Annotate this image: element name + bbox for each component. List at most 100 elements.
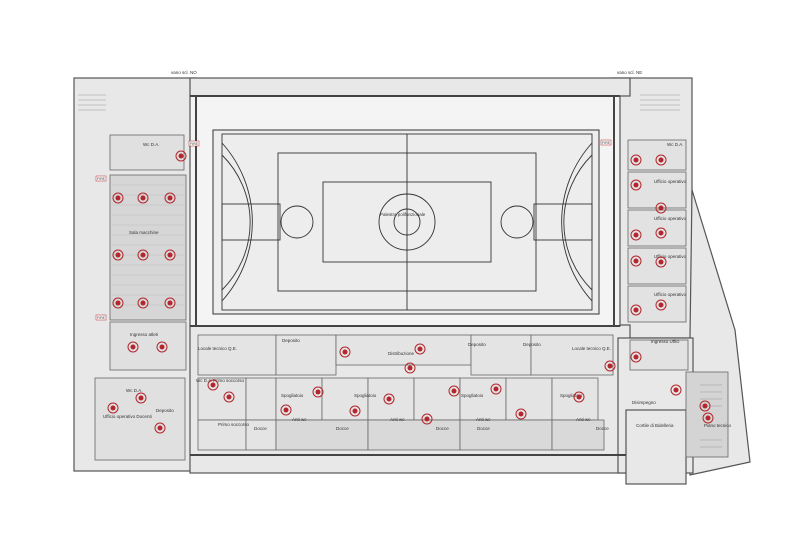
fixture-ring [164, 192, 176, 204]
fixture-ring [630, 179, 642, 191]
label-stair-left: vano scl. NO [171, 70, 197, 75]
label-piano-tecnico: Piano tecnico [704, 423, 732, 428]
structural-walls [190, 95, 626, 456]
fixture-ring [630, 255, 642, 267]
fixture-dot [178, 153, 184, 159]
fire-tag: FIRE [97, 316, 106, 320]
fixture-ring [137, 192, 149, 204]
fixture-dot [702, 403, 708, 409]
stair-hatching [78, 94, 722, 448]
label-stair-right: vano scl. NE [617, 70, 642, 75]
fixture-dot [493, 386, 499, 392]
fixture-ring [655, 154, 667, 166]
label-ufficio-3: Ufficio operativo [654, 254, 687, 259]
label-wc-right: Wc D.A. [667, 142, 684, 147]
fixture-ring [515, 408, 527, 420]
label-ingresso-atleti: Ingresso atleti [130, 332, 158, 337]
fixture-dot [167, 300, 173, 306]
labels: vano scl. NO vano scl. NE Palestra polif… [103, 70, 732, 431]
fixture-dot [424, 416, 430, 422]
fixtures [107, 150, 714, 434]
label-court: Palestra polifunzionale [380, 212, 426, 217]
fixture-dot [140, 252, 146, 258]
fixture-ring [421, 413, 433, 425]
fixture-ring [573, 391, 585, 403]
fixture-ring [107, 402, 119, 414]
fixture-ring [112, 297, 124, 309]
fixture-dot [315, 389, 321, 395]
fixture-ring [137, 249, 149, 261]
fixture-ring [630, 229, 642, 241]
label-docce-5: Docce [596, 426, 609, 431]
fixture-ring [490, 383, 502, 395]
fixture-dot [658, 157, 664, 163]
fixture-dot [576, 394, 582, 400]
fixture-dot [417, 346, 423, 352]
fixture-dot [451, 388, 457, 394]
fixture-ring [207, 379, 219, 391]
label-docce-2: Docce [336, 426, 349, 431]
fixture-ring [156, 341, 168, 353]
fixture-dot [167, 195, 173, 201]
fixture-dot [110, 405, 116, 411]
fixture-dot [159, 344, 165, 350]
fixture-dot [633, 182, 639, 188]
fixture-ring [175, 150, 187, 162]
label-docce-1: Docce [254, 426, 267, 431]
fixture-ring [112, 192, 124, 204]
fire-tag: FIRE [190, 142, 199, 146]
fixture-ring [312, 386, 324, 398]
label-ufficio-4: Ufficio operativo [654, 292, 687, 297]
fixture-dot [633, 354, 639, 360]
fixture-dot [138, 395, 144, 401]
label-spogliatoio-2: Spogliatoio [354, 393, 377, 398]
fixture-dot [633, 232, 639, 238]
label-distribuzione: Distribuzione [388, 351, 415, 356]
fixture-ring [630, 304, 642, 316]
label-deposito-3: Deposito [523, 342, 541, 347]
label-spogliatoio-1: Spogliatoio [281, 393, 304, 398]
label-spogliatoio-4: Spogliatoio [560, 393, 583, 398]
fixture-dot [658, 259, 664, 265]
fixture-ring [135, 392, 147, 404]
fixture-ring [630, 154, 642, 166]
fixture-dot [633, 307, 639, 313]
fixture-ring [655, 299, 667, 311]
fixture-ring [339, 346, 351, 358]
fixture-dot [518, 411, 524, 417]
fire-tag: FIRE [97, 177, 106, 181]
label-deposito-1: Deposito [282, 338, 300, 343]
fixture-dot [140, 195, 146, 201]
label-anti-wc-2: Anti wc [390, 417, 405, 422]
fixture-ring [137, 297, 149, 309]
fixture-ring [127, 341, 139, 353]
label-spogliatoio-3: Spogliatoio [461, 393, 484, 398]
label-anti-wc-3: Anti wc [476, 417, 491, 422]
fixture-dot [633, 157, 639, 163]
fixture-dot [157, 425, 163, 431]
fixture-ring [604, 360, 616, 372]
fixture-ring [655, 256, 667, 268]
fixture-ring [164, 297, 176, 309]
service-block [197, 334, 614, 451]
label-cortile: Cortile di Bidelleria [636, 423, 674, 428]
fixture-dot [633, 258, 639, 264]
fixture-ring [670, 384, 682, 396]
fixture-dot [115, 195, 121, 201]
fixture-dot [115, 252, 121, 258]
label-locale-tecnico-1: Locale tecnico Q.E. [198, 346, 237, 351]
fixture-dot [342, 349, 348, 355]
label-wc-s1: Wc D.A. [196, 378, 213, 383]
fixture-dot [407, 365, 413, 371]
fixture-dot [673, 387, 679, 393]
fixture-dot [658, 205, 664, 211]
fixture-ring [414, 343, 426, 355]
fixture-dot [130, 344, 136, 350]
label-primo-soccorso-2: Primo soccorso [218, 422, 250, 427]
fixture-dot [352, 408, 358, 414]
fixture-ring [112, 249, 124, 261]
fixture-dot [167, 252, 173, 258]
label-docce-3: Docce [436, 426, 449, 431]
fixture-dot [658, 302, 664, 308]
fixture-ring [383, 393, 395, 405]
